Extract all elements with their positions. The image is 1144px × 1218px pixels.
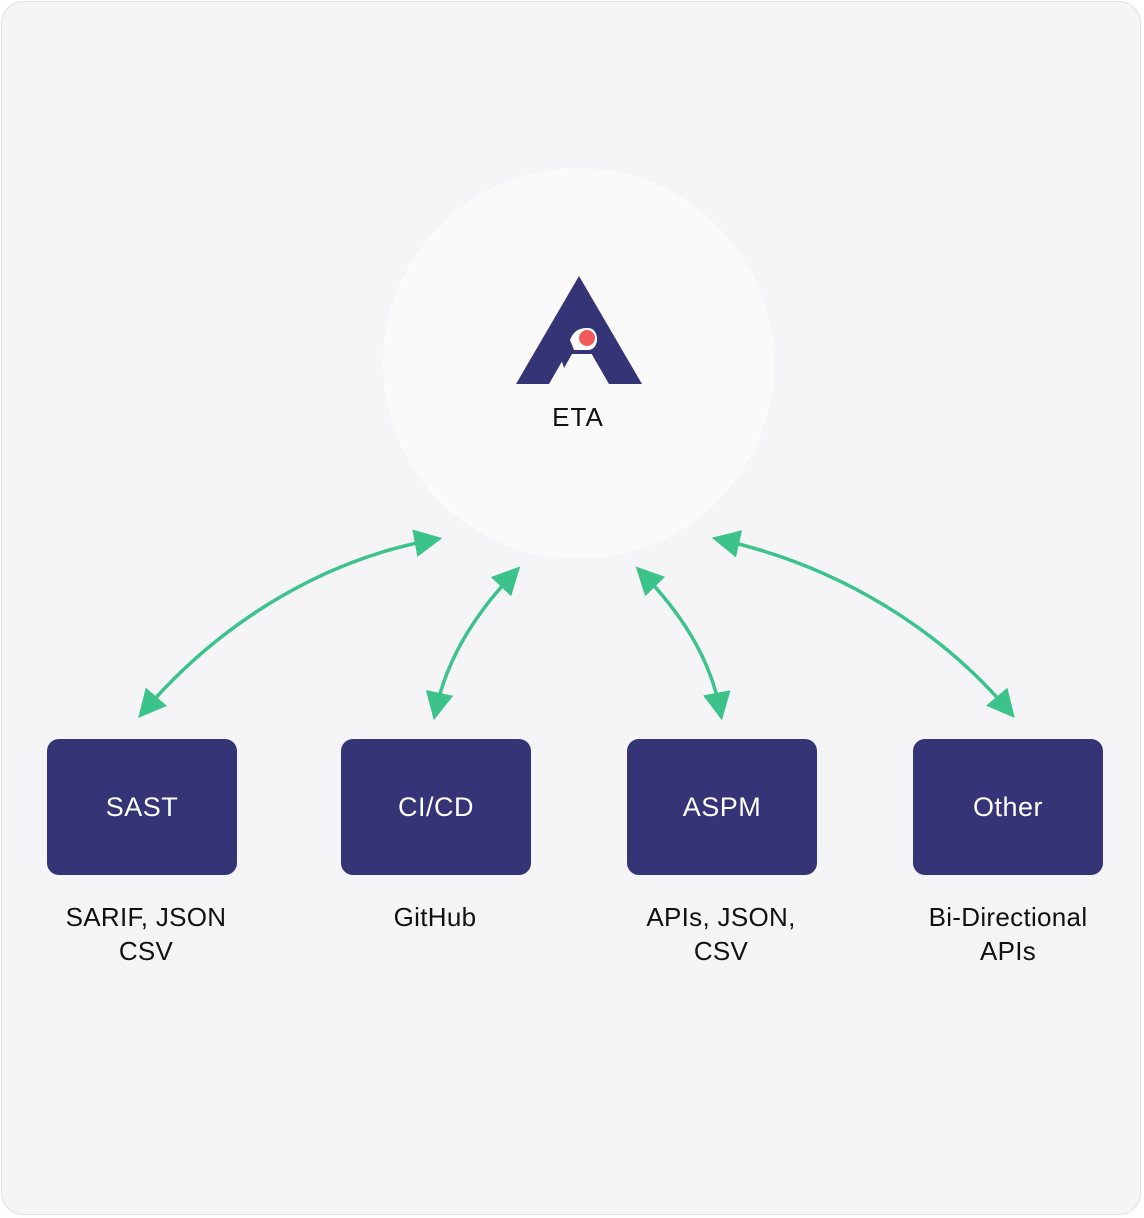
caption-other-line-2: APIs: [979, 936, 1037, 966]
node-title-cicd: CI/CD: [398, 791, 474, 822]
node-sast: SAST: [47, 739, 237, 875]
arrow-eta-aspm: [635, 566, 731, 721]
caption-cicd-line-1: GitHub: [393, 902, 477, 932]
caption-sast: SARIF, JSON CSV: [26, 900, 266, 968]
eta-logo-icon: [516, 276, 642, 384]
node-aspm: ASPM: [627, 739, 817, 875]
caption-aspm: APIs, JSON, CSV: [601, 900, 841, 968]
hub-label: ETA: [552, 402, 604, 432]
caption-other: Bi-Directional APIs: [888, 900, 1128, 968]
node-title-sast: SAST: [105, 791, 179, 822]
arrow-eta-sast: [138, 529, 443, 718]
node-title-other: Other: [972, 791, 1044, 822]
caption-cicd: GitHub: [315, 900, 555, 934]
caption-aspm-line-1: APIs, JSON,: [646, 902, 796, 932]
arrow-eta-other: [711, 530, 1015, 719]
caption-sast-line-1: SARIF, JSON: [65, 902, 227, 932]
arrow-eta-cicd: [425, 566, 521, 721]
caption-sast-line-2: CSV: [118, 936, 174, 966]
node-title-aspm: ASPM: [682, 791, 762, 822]
caption-aspm-line-2: CSV: [693, 936, 749, 966]
eta-hub-circle: [383, 168, 774, 559]
caption-other-line-1: Bi-Directional: [928, 902, 1088, 932]
node-other: Other: [913, 739, 1103, 875]
node-cicd: CI/CD: [341, 739, 531, 875]
